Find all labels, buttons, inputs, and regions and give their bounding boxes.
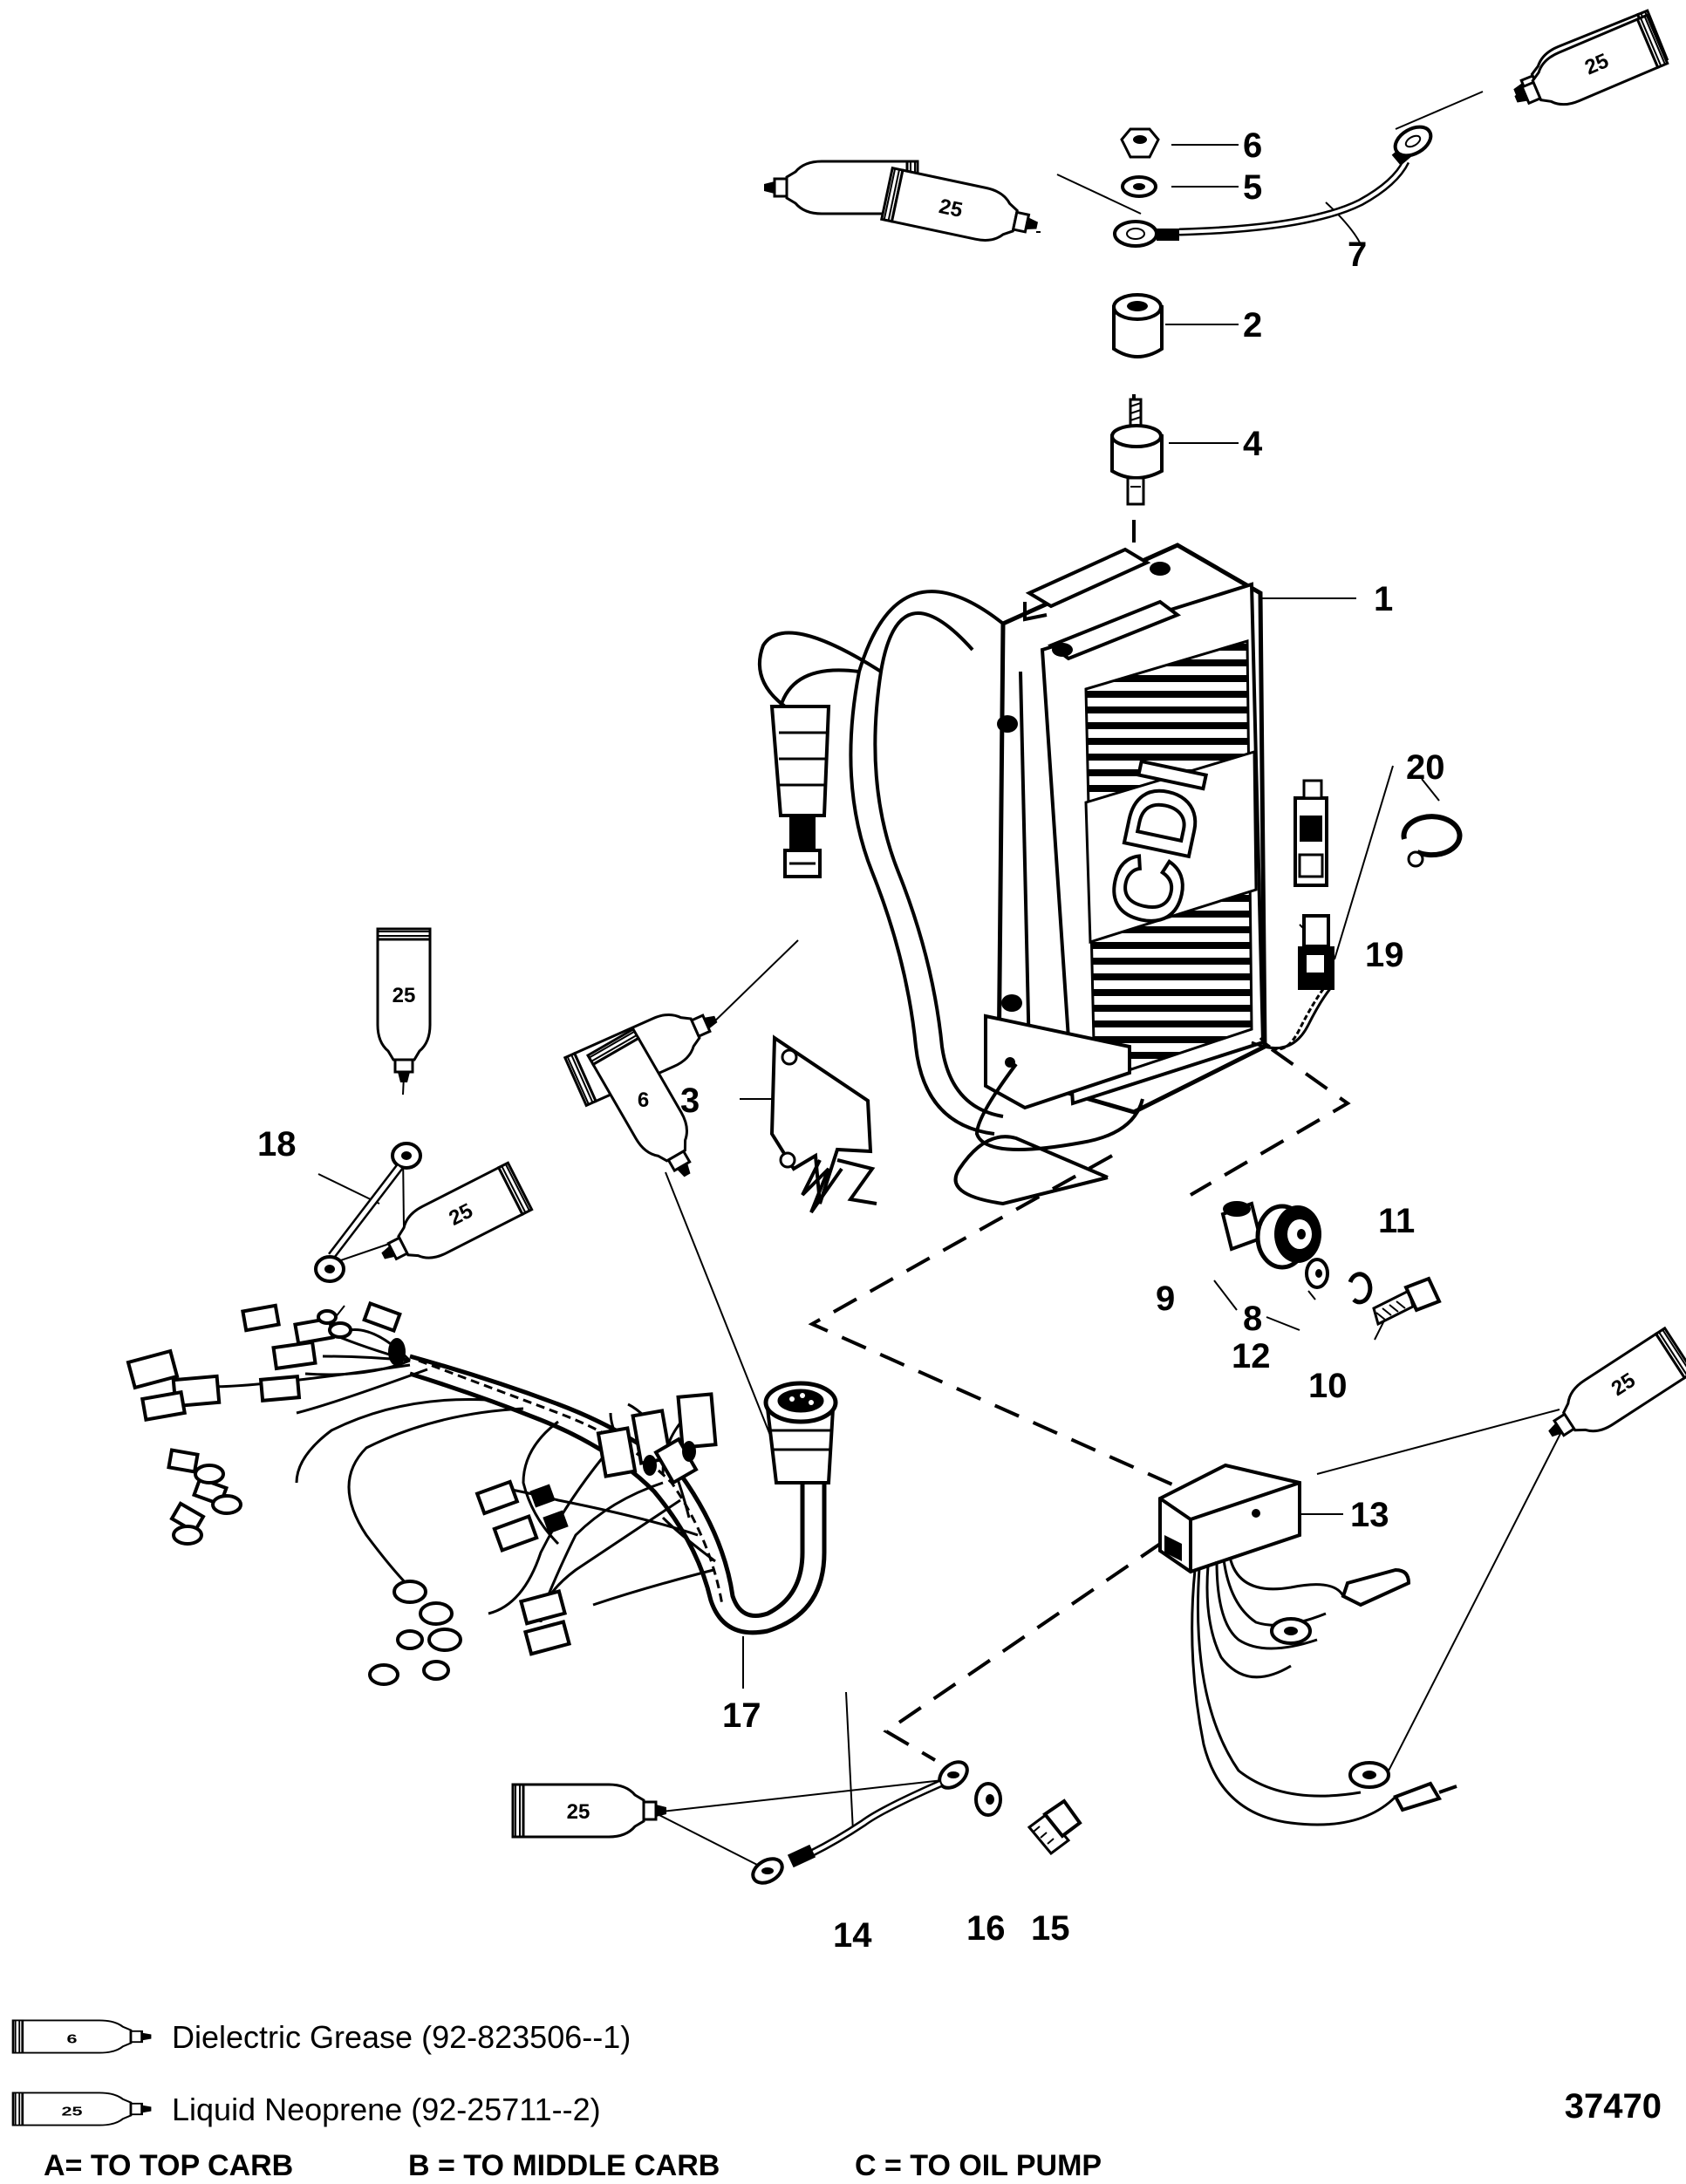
callout-9: 9 [1156, 1280, 1175, 1318]
callout-2: 2 [1243, 306, 1262, 345]
cdi-module: CDI [984, 543, 1267, 1115]
note-top-carb: A= TO TOP CARB [44, 2149, 293, 2182]
legend-neoprene-label: Liquid Neoprene (92-25711--2) [172, 2092, 601, 2127]
clamp-ring [1401, 814, 1463, 868]
figure-id: 37470 [1565, 2087, 1662, 2126]
connector-upper [1294, 779, 1328, 887]
note-oil-pump: C = TO OIL PUMP [855, 2149, 1102, 2182]
ground-lead [1113, 125, 1433, 248]
washer [1121, 175, 1157, 198]
connector-lower [1298, 914, 1334, 990]
routing-notes: A= TO TOP CARB B = TO MIDDLE CARB C = TO… [44, 2149, 1102, 2182]
nut [1120, 127, 1160, 159]
callout-20: 20 [1406, 748, 1445, 787]
ground-strap [314, 1142, 422, 1283]
callout-6: 6 [1243, 126, 1262, 165]
wiring-harness [126, 1300, 838, 1686]
neoprene-tube-e: 25 [370, 1161, 534, 1281]
callout-15: 15 [1031, 1909, 1070, 1948]
svg-text:25: 25 [567, 1800, 590, 1824]
neoprene-tube-a: 25 [880, 167, 1044, 253]
legend-grease-tube-icon: 6 [11, 2019, 153, 2054]
svg-text:6: 6 [66, 2031, 77, 2046]
callout-7: 7 [1348, 235, 1367, 274]
callout-17: 17 [722, 1696, 761, 1735]
callout-13: 13 [1350, 1496, 1389, 1534]
lower-washer [974, 1782, 1002, 1817]
lower-ground-lead [751, 1760, 969, 1885]
svg-text:25: 25 [61, 2104, 82, 2119]
flat-washer [1305, 1258, 1329, 1289]
neoprene-tube-b: 25 [1504, 13, 1669, 125]
callout-16: 16 [966, 1909, 1006, 1948]
svg-text:6: 6 [638, 1089, 649, 1112]
neoprene-tube-g: 25 [1534, 1327, 1686, 1457]
neoprene-tube-d: 25 [376, 927, 432, 1084]
callout-3: 3 [680, 1082, 700, 1120]
callout-11: 11 [1378, 1202, 1415, 1240]
lock-washer [1348, 1272, 1373, 1305]
svg-text:25: 25 [937, 195, 965, 222]
spacer [1112, 293, 1164, 358]
svg-text:25: 25 [392, 984, 416, 1007]
callout-19: 19 [1365, 936, 1404, 974]
note-middle-carb: B = TO MIDDLE CARB [408, 2149, 720, 2182]
grease-tube-f: 6 [586, 1027, 712, 1190]
callout-18: 18 [257, 1125, 297, 1164]
leader-lines [317, 91, 1567, 1869]
legend-neoprene-tube-icon: 25 [11, 2092, 153, 2126]
legend: 6 Dielectric Grease (92-823506--1) 25 Li… [11, 2019, 631, 2127]
mounting-bracket [769, 1034, 877, 1214]
callout-5: 5 [1243, 168, 1262, 207]
callout-14: 14 [833, 1916, 872, 1955]
small-module [1158, 1463, 1457, 1826]
callout-10: 10 [1308, 1367, 1348, 1405]
grommet [1255, 1204, 1321, 1270]
legend-grease-label: Dielectric Grease (92-823506--1) [172, 2019, 631, 2055]
bushing [1220, 1201, 1263, 1252]
callout-12: 12 [1232, 1337, 1271, 1375]
neoprene-tube-h: 25 [511, 1783, 668, 1839]
callout-1: 1 [1374, 580, 1393, 618]
mounting-bolt [1372, 1276, 1442, 1327]
callout-labels: 1 2 3 4 5 6 7 8 9 10 11 12 13 14 15 16 1… [257, 126, 1445, 1955]
lower-screw [1027, 1798, 1082, 1856]
cdi-harness-cable [757, 590, 1334, 1206]
callout-4: 4 [1243, 425, 1263, 463]
rubber-mount [1110, 398, 1164, 506]
callout-8: 8 [1243, 1300, 1262, 1338]
